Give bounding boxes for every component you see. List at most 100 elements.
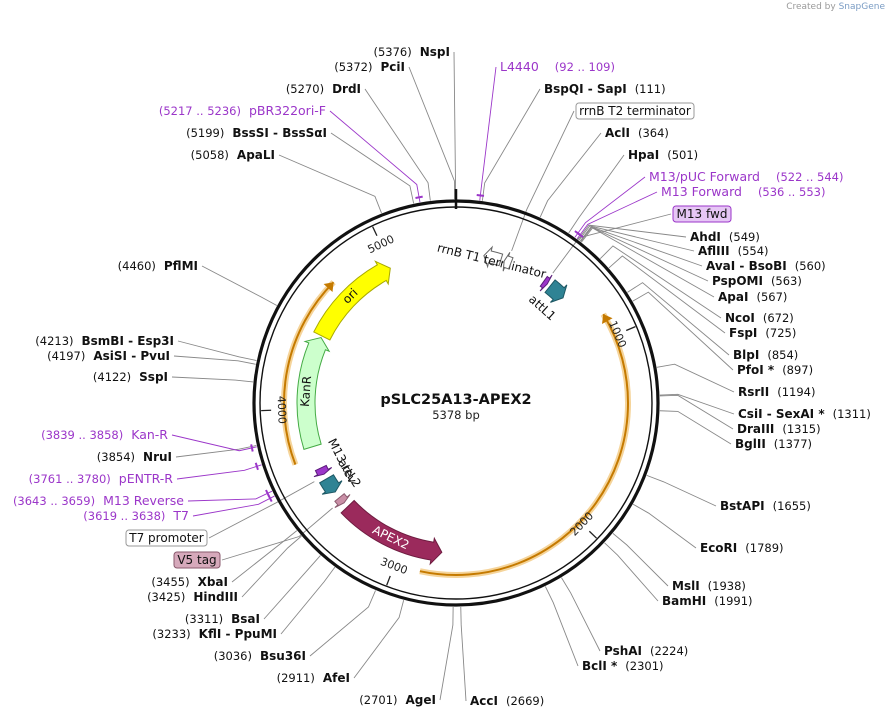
enzyme-name: BsmBI - Esp3I — [82, 334, 174, 348]
enzyme-afliii: AflIII (554) — [698, 244, 769, 258]
orange-arcs — [281, 280, 631, 578]
enzyme-name: RsrII — [738, 385, 769, 399]
leader-5199 — [330, 132, 415, 204]
enzyme-kfli-ppumi: (3233) KflI - PpuMI — [152, 627, 277, 641]
tick-label-5000: 5000 — [366, 232, 397, 256]
enzyme-pos: (1311) — [833, 407, 871, 421]
leader-1311 — [659, 393, 735, 415]
primer-mark — [250, 444, 254, 452]
feature-label-rrnb-t1: rrnB T1 terminator — [436, 241, 548, 282]
feature-m13rev — [313, 464, 333, 478]
feature-kanr — [296, 336, 331, 451]
leader-5372 — [408, 66, 456, 200]
enzyme-ncoi: NcoI(672) — [725, 311, 794, 325]
leader-4213 — [177, 340, 257, 361]
leader-2911 — [353, 600, 405, 679]
enzyme-pos: (501) — [667, 148, 698, 162]
leader-672 — [599, 245, 722, 319]
enzyme-pos: (1315) — [782, 422, 820, 436]
box-leader — [552, 213, 672, 274]
tick-label-3000: 3000 — [379, 555, 410, 577]
box-leader — [221, 507, 333, 561]
leader-3425 — [241, 535, 302, 598]
enzyme-name: BssSI - BssSαI — [232, 126, 327, 140]
feature-rrnb-t1 — [483, 245, 504, 269]
orf-arrowhead-1 — [323, 282, 334, 293]
enzyme-name: HindIII — [193, 590, 238, 604]
enzyme-pos: (3455) — [151, 575, 189, 589]
enzyme-name: BclI * — [582, 659, 618, 673]
box-rrnb-t2-terminator: rrnB T2 terminator — [575, 102, 695, 120]
enzyme-agei: (2701)AgeI — [359, 693, 436, 707]
enzyme-pos: (560) — [795, 259, 826, 273]
leader-111 — [481, 88, 541, 201]
enzyme-pos: (4460) — [118, 259, 156, 273]
enzyme-apai: ApaI(567) — [718, 290, 787, 304]
leader-3848 — [171, 434, 257, 452]
leader-3651 — [187, 490, 273, 502]
enzyme-name: FspI — [729, 326, 757, 340]
enzyme-msli: MslI(1938) — [672, 579, 746, 593]
enzyme-name: KflI - PpuMI — [199, 627, 277, 641]
enzyme-name: SspI — [139, 370, 168, 384]
enzyme-pos: (2301) — [625, 659, 663, 673]
feature-m13fwd — [539, 274, 553, 292]
primer-name: M13 Forward — [661, 184, 742, 199]
enzyme-name: PspOMI — [712, 274, 763, 288]
box-t7-promoter: T7 promoter — [125, 529, 208, 547]
primer-pbr322ori-f: (5217 .. 5236)pBR322ori-F — [159, 103, 326, 118]
enzyme-name: DraIII — [737, 422, 774, 436]
box-frame — [672, 205, 732, 223]
enzyme-name: NspI — [420, 45, 450, 59]
primer-kan-r: (3839 .. 3858)Kan-R — [41, 427, 168, 442]
feature-rrnb-t2 — [502, 252, 514, 272]
primer-pentr-r: (3761 .. 3780)pENTR-R — [29, 471, 174, 486]
enzyme-pos: (1377) — [774, 437, 812, 451]
feature-label-kanr: KanR — [298, 375, 314, 407]
enzyme-bglii: BglII(1377) — [735, 437, 812, 451]
leader-549 — [577, 224, 687, 240]
leader-lines — [171, 51, 735, 702]
enzyme-pos: (4197) — [47, 349, 85, 363]
enzyme-bcli: BclI * (2301) — [582, 659, 664, 673]
leader-5270 — [364, 88, 431, 201]
labels: AhdI(549)AflIII(554)AvaI - BsoBI(560)Psp… — [13, 45, 871, 708]
box-frame — [125, 529, 208, 547]
leader-3455 — [231, 530, 298, 583]
leader-1789 — [632, 503, 697, 549]
enzyme-pos: (1655) — [773, 499, 811, 513]
box-label: M13 fwd — [677, 207, 728, 221]
leader-501 — [568, 154, 625, 234]
primer-range: (92 .. 109) — [555, 60, 615, 74]
enzyme-name: AgeI — [406, 693, 436, 707]
enzyme-name: NruI — [143, 450, 172, 464]
enzyme-nspi: (5376) NspI — [374, 45, 451, 59]
box-v5-tag: V5 tag — [173, 551, 221, 569]
tick-mark-2000 — [588, 530, 598, 539]
orf-arc-halo-0 — [419, 312, 631, 578]
snapgene-logo: SnapGene — [838, 2, 885, 12]
enzyme-name: AsiSI - PvuI — [93, 349, 170, 363]
enzyme-pos: (554) — [738, 244, 769, 258]
enzyme-bspqi-sapi: BspQI - SapI(111) — [544, 82, 666, 96]
enzyme-rsrii: RsrII(1194) — [738, 385, 815, 399]
enzyme-name: AhdI — [690, 230, 721, 244]
enzyme-pos: (5376) — [374, 45, 412, 59]
primer-name: Kan-R — [131, 427, 168, 442]
enzyme-pos: (1789) — [745, 541, 783, 555]
enzyme-name: ApaI — [718, 290, 748, 304]
enzyme-name: AvaI - BsoBI — [706, 259, 787, 273]
enzyme-name: PciI — [381, 60, 406, 74]
enzyme-name: BlpI — [733, 348, 759, 362]
leader-1315 — [659, 394, 734, 430]
primer-mark — [476, 194, 485, 197]
tick-mark-1000 — [625, 326, 636, 332]
enzyme-name: AflIII — [698, 244, 730, 258]
enzyme-pos: (3233) — [152, 627, 190, 641]
enzyme-draiii: DraIII (1315) — [737, 422, 821, 436]
plasmid-name: pSLC25A13-APEX2 — [380, 392, 531, 408]
enzyme-name: AclI — [605, 126, 630, 140]
orf-arc-1 — [283, 281, 335, 465]
leader-544 — [576, 191, 658, 240]
